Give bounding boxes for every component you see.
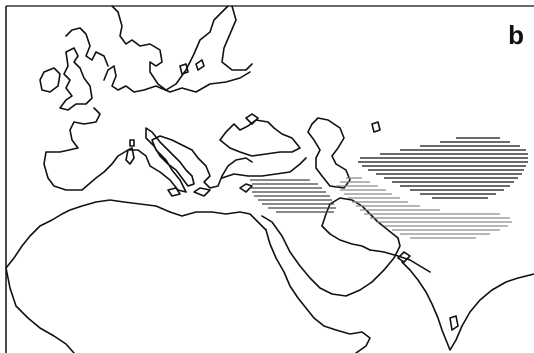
coastline-great-britain bbox=[59, 47, 93, 111]
coastline-north-europe bbox=[103, 65, 251, 93]
coastline-norway bbox=[65, 27, 109, 67]
coastline-red-sea-west bbox=[265, 229, 315, 319]
coastline-north-africa bbox=[5, 199, 267, 269]
coastline-scandinavia bbox=[111, 5, 229, 91]
coastline-baltic-islands bbox=[179, 59, 205, 75]
coastline-corsica bbox=[129, 139, 135, 147]
coastline-sicily bbox=[167, 187, 181, 197]
coastline-arabia bbox=[261, 197, 401, 297]
coastline-india bbox=[401, 261, 534, 351]
coastline-horn-of-africa bbox=[313, 317, 371, 353]
coastline-caspian-sea bbox=[307, 117, 351, 189]
panel-label: b bbox=[508, 20, 524, 50]
coastline-crete bbox=[193, 187, 211, 197]
coastline-western-europe bbox=[43, 107, 187, 193]
coastline-persian-gulf bbox=[321, 225, 371, 251]
coastline-crimea bbox=[245, 113, 259, 125]
hatched-region-central-asia bbox=[358, 137, 528, 199]
coastline-gujarat bbox=[397, 251, 411, 263]
coastline-iran-pakistan bbox=[369, 249, 431, 273]
coastline-africa-west bbox=[5, 267, 75, 353]
coastline-cyprus bbox=[239, 183, 253, 193]
hatched-region-iranian-plateau bbox=[336, 177, 512, 239]
coastline-sardinia bbox=[125, 147, 135, 165]
coastline-balkans bbox=[183, 145, 253, 189]
coastline-finland bbox=[221, 5, 253, 71]
coastline-black-sea bbox=[219, 119, 301, 157]
coastline-italy bbox=[145, 127, 195, 187]
coastline-sri-lanka bbox=[449, 315, 459, 331]
coastline-ireland bbox=[39, 67, 61, 93]
hatched-region-levant-mesopotamia bbox=[250, 179, 336, 213]
coastline-anatolia bbox=[221, 157, 307, 179]
coastline-aral-sea bbox=[371, 121, 381, 133]
